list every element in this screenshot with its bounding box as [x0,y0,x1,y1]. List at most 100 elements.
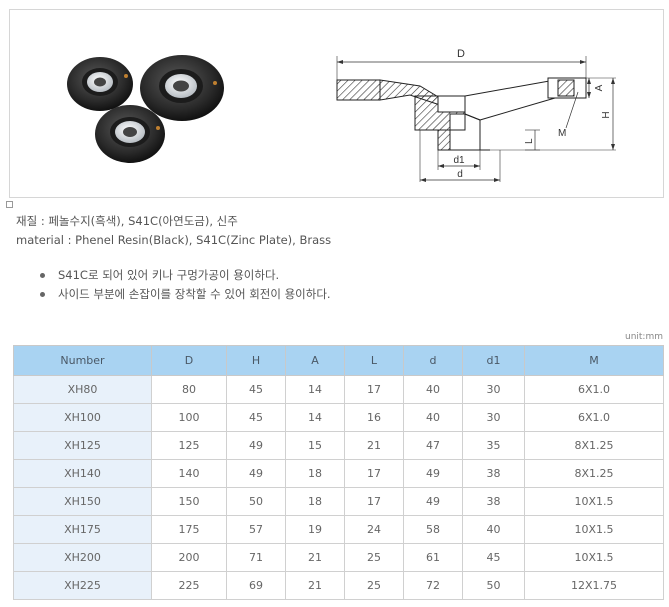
table-cell: 69 [226,571,286,600]
table-cell: 14 [285,375,345,404]
table-cell: 8X1.25 [524,431,664,460]
table-cell: 125 [151,431,227,460]
label-d1: d1 [453,155,465,166]
label-l: L [524,138,535,144]
model-number-cell: XH140 [13,459,152,488]
table-cell: 38 [462,487,525,516]
column-header: Number [13,345,152,376]
table-cell: 30 [462,403,525,432]
table-cell: 200 [151,543,227,572]
table-cell: 14 [285,403,345,432]
table-cell: 17 [344,487,404,516]
table-cell: 16 [344,403,404,432]
table-cell: 72 [403,571,463,600]
table-cell: 17 [344,459,404,488]
label-d-inner: d [457,169,463,180]
label-d-outer: D [457,48,465,60]
table-cell: 49 [226,459,286,488]
table-cell: 10X1.5 [524,543,664,572]
bullet-icon [40,292,45,297]
table-cell: 45 [226,403,286,432]
column-header: H [226,345,286,376]
material-korean: 재질 : 페놀수지(흑색), S41C(아연도금), 신주 [16,214,238,228]
table-cell: 40 [462,515,525,544]
column-header: d1 [462,345,525,376]
table-cell: 10X1.5 [524,515,664,544]
model-number-cell: XH150 [13,487,152,516]
feature-list: S41C로 되어 있어 키나 구멍가공이 용이하다. 사이드 부분에 손잡이를 … [40,266,331,304]
table-cell: 18 [285,459,345,488]
material-info: 재질 : 페놀수지(흑색), S41C(아연도금), 신주 material :… [16,212,331,250]
table-cell: 47 [403,431,463,460]
table-cell: 35 [462,431,525,460]
table-cell: 150 [151,487,227,516]
model-number-cell: XH125 [13,431,152,460]
table-cell: 49 [403,487,463,516]
table-cell: 21 [285,571,345,600]
product-hero: D A H M L [9,9,664,198]
column-header: A [285,345,345,376]
column-header: L [344,345,404,376]
table-cell: 57 [226,515,286,544]
table-cell: 58 [403,515,463,544]
handwheel-photo-1 [67,57,133,111]
table-cell: 25 [344,571,404,600]
table-cell: 80 [151,375,227,404]
model-number-cell: XH200 [13,543,152,572]
table-cell: 50 [462,571,525,600]
table-cell: 225 [151,571,227,600]
table-cell: 25 [344,543,404,572]
handwheel-photo-2 [140,55,224,121]
table-cell: 49 [403,459,463,488]
table-cell: 24 [344,515,404,544]
bullet-icon [40,273,45,278]
table-cell: 21 [285,543,345,572]
label-h: H [601,111,612,118]
table-cell: 30 [462,375,525,404]
table-cell: 8X1.25 [524,459,664,488]
label-m: M [558,128,566,139]
handwheel-photo-3 [95,105,165,163]
model-number-cell: XH80 [13,375,152,404]
table-cell: 12X1.75 [524,571,664,600]
table-cell: 100 [151,403,227,432]
model-number-cell: XH175 [13,515,152,544]
table-cell: 71 [226,543,286,572]
table-cell: 45 [462,543,525,572]
product-photo [67,55,224,163]
table-cell: 21 [344,431,404,460]
table-cell: 40 [403,403,463,432]
technical-drawing: D A H M L [336,48,616,182]
table-cell: 6X1.0 [524,375,664,404]
table-cell: 17 [344,375,404,404]
unit-label: unit:mm [624,332,663,342]
table-cell: 40 [403,375,463,404]
checkbox-icon [6,201,13,208]
column-header: D [151,345,227,376]
table-cell: 45 [226,375,286,404]
list-item: S41C로 되어 있어 키나 구멍가공이 용이하다. [40,266,331,285]
model-number-cell: XH225 [13,571,152,600]
column-header: d [403,345,463,376]
table-cell: 6X1.0 [524,403,664,432]
table-cell: 38 [462,459,525,488]
label-a: A [594,84,605,91]
table-cell: 61 [403,543,463,572]
model-number-cell: XH100 [13,403,152,432]
table-cell: 10X1.5 [524,487,664,516]
table-cell: 19 [285,515,345,544]
list-item: 사이드 부분에 손잡이를 장착할 수 있어 회전이 용이하다. [40,285,331,304]
column-header: M [524,345,664,376]
table-cell: 15 [285,431,345,460]
